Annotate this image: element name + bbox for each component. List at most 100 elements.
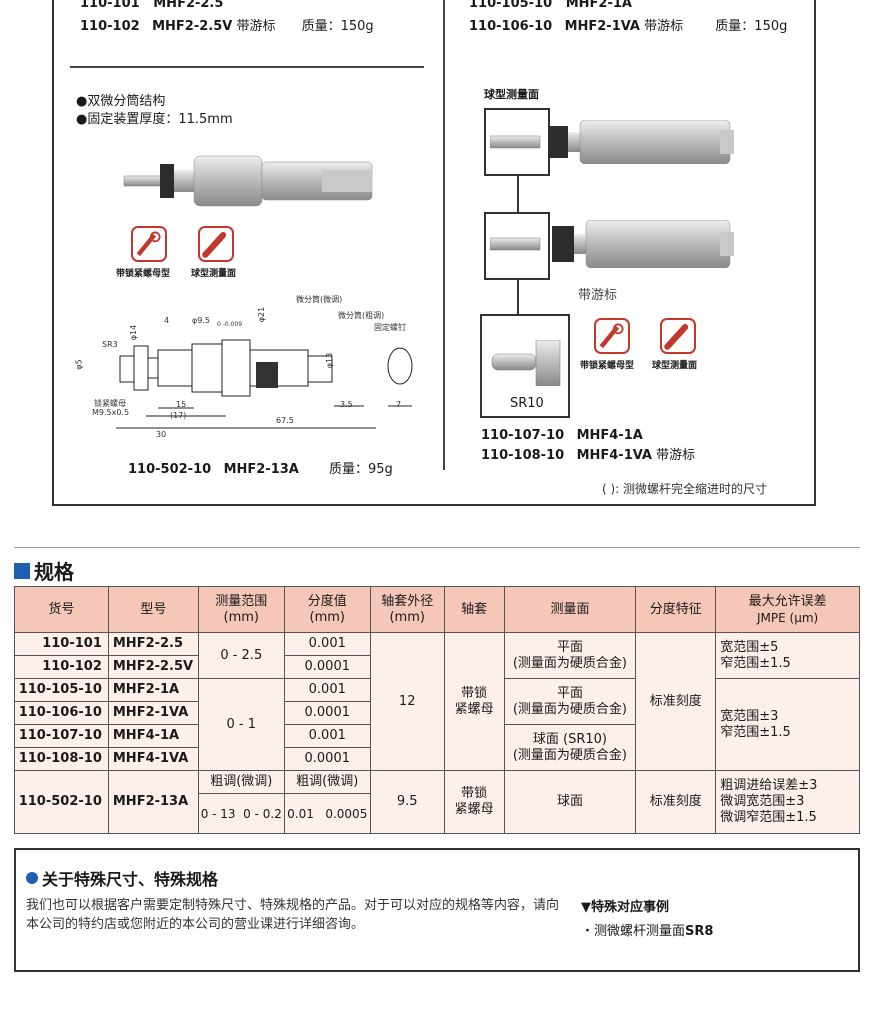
- connector-2: [517, 280, 519, 314]
- right-locknut-tag-icon: [594, 318, 630, 354]
- header-sleeve-dia: 轴套外径 (mm): [369, 586, 445, 633]
- case-title: ▼特殊对应事例: [581, 900, 669, 915]
- table-cell-sleeve-dia: 9.5: [369, 770, 445, 834]
- dim-phi5: φ5: [74, 359, 84, 370]
- micrometer-photo-right-1: [490, 120, 734, 164]
- special-info-box: 关于特殊尺寸、特殊规格 我们也可以根据客户需要定制特殊尺寸、特殊规格的产品。对于…: [14, 848, 860, 972]
- header-error: 最大允许误差 JMPE (μm): [715, 586, 860, 633]
- table-cell-pid: 110-102: [14, 655, 109, 679]
- right-ballface-tag-icon: [660, 318, 696, 354]
- section-marker-icon: [14, 562, 30, 579]
- header-value: 分度值 (mm): [283, 586, 371, 633]
- table-cell-model: MHF4-1VA: [107, 747, 199, 771]
- header-face: 测量面: [503, 586, 637, 633]
- table-cell-value: 0.001: [283, 724, 371, 748]
- table-cell-face: 球面 (SR10) (测量面为硬质合金): [503, 724, 637, 771]
- header-grad: 分度特征: [635, 586, 717, 633]
- left-separator: [70, 66, 424, 68]
- table-cell-error: 宽范围±5 窄范围±1.5: [715, 632, 860, 679]
- label-fix-screw: 固定螺钉: [374, 323, 406, 332]
- right-ballface-tag-label: 球型测量面: [652, 361, 698, 371]
- table-cell-error: 宽范围±3 窄范围±1.5: [715, 678, 860, 771]
- label-locknut: 锁紧螺母: [94, 399, 126, 408]
- locknut-tag-icon: [131, 226, 167, 262]
- table-cell-model: MHF2-13A: [107, 770, 199, 834]
- table-cell-pid: 110-105-10: [14, 678, 109, 702]
- dim-phi21: φ21: [257, 306, 267, 323]
- header-pid: 货号: [14, 586, 109, 633]
- table-cell-value-head: 粗调(微调): [283, 770, 371, 794]
- table-cell-model: MHF2-2.5V: [107, 655, 199, 679]
- dim-35: 3.5: [340, 400, 353, 409]
- dim-phi14: φ14: [129, 324, 139, 341]
- table-cell-grad: 标准刻度: [635, 770, 717, 834]
- right-item-1: 110-105-10 MHF2-1A: [469, 0, 632, 11]
- table-cell-model: MHF2-2.5: [107, 632, 199, 656]
- table-cell-range: 0 - 1: [197, 678, 285, 771]
- dim-30: 30: [156, 430, 167, 439]
- table-cell-pid: 110-502-10: [14, 770, 109, 834]
- left-item-2: 110-102 MHF2-2.5V 带游标 质量：150g: [80, 19, 374, 34]
- label-thimble-fine: 微分筒(微调): [296, 295, 343, 304]
- footnote: ( ): 测微螺杆完全缩进时的尺寸: [602, 482, 768, 496]
- right-caption-2: 110-108-10 MHF4-1VA 带游标: [481, 448, 696, 463]
- left-item-1: 110-101 MHF2-2.5: [80, 0, 224, 11]
- header-range: 测量范围 (mm): [197, 586, 285, 633]
- label-thread: M9.5x0.5: [92, 408, 130, 417]
- table-cell-pid: 110-108-10: [14, 747, 109, 771]
- right-locknut-tag-label: 带锁紧螺母型: [580, 361, 635, 371]
- table-cell-model: MHF2-1VA: [107, 701, 199, 725]
- dim-17: (17): [170, 411, 187, 420]
- spec-table: 货号 型号 测量范围 (mm) 分度值 (mm) 轴套外径 (mm) 轴套 测量…: [14, 586, 860, 834]
- vernier-label: 带游标: [578, 288, 618, 303]
- dim-phi13: φ13: [325, 352, 335, 369]
- sr10-label: SR10: [510, 396, 544, 411]
- dim-sr3: SR3: [102, 340, 118, 349]
- table-cell-value: 0.001: [283, 632, 371, 656]
- table-cell-range-vals: 0 - 13 0 - 0.2: [197, 793, 285, 834]
- table-cell-pid: 110-101: [14, 632, 109, 656]
- table-cell-value: 0.0001: [283, 655, 371, 679]
- table-cell-model: MHF4-1A: [107, 724, 199, 748]
- right-caption-1: 110-107-10 MHF4-1A: [481, 428, 643, 443]
- table-cell-sleeve-dia: 12: [369, 632, 445, 771]
- info-title: 关于特殊尺寸、特殊规格: [26, 866, 218, 890]
- connector-1: [517, 176, 519, 212]
- table-cell-pid: 110-107-10: [14, 724, 109, 748]
- table-cell-range: 0 - 2.5: [197, 632, 285, 679]
- table-cell-model: MHF2-1A: [107, 678, 199, 702]
- dim-7: 7: [396, 400, 402, 409]
- micrometer-photo-left: [123, 155, 373, 207]
- ballface-tag-label: 球型测量面: [191, 269, 237, 279]
- dimension-drawing: [116, 339, 413, 429]
- table-cell-value: 0.0001: [283, 747, 371, 771]
- table-cell-error: 粗调进给误差±3 微调宽范围±3 微调窄范围±1.5: [715, 770, 860, 834]
- table-cell-face: 平面 (测量面为硬质合金): [503, 678, 637, 725]
- dim-15: 15: [176, 400, 187, 409]
- dim-phi95: φ9.5: [192, 316, 210, 325]
- left-caption: 110-502-10 MHF2-13A 质量：95g: [128, 462, 393, 477]
- info-body: 我们也可以根据客户需要定制特殊尺寸、特殊规格的产品。对于可以对应的规格等内容，请…: [26, 898, 560, 932]
- table-cell-face: 球面: [503, 770, 637, 834]
- product-panel: [52, 0, 816, 506]
- header-sleeve: 轴套: [443, 586, 505, 633]
- micrometer-photo-right-2: [490, 220, 734, 268]
- sr10-photo: [491, 340, 561, 386]
- bullet-icon: [26, 872, 38, 884]
- dim-4: 4: [164, 316, 170, 325]
- table-cell-value: 0.0001: [283, 701, 371, 725]
- bullet-thickness: ●固定装置厚度：11.5mm: [76, 112, 233, 127]
- table-cell-pid: 110-106-10: [14, 701, 109, 725]
- label-thimble-coarse: 微分筒(粗调): [338, 311, 385, 320]
- table-cell-value-vals: 0.01 0.0005: [283, 793, 371, 834]
- ballface-tag-icon: [198, 226, 234, 262]
- table-cell-value: 0.001: [283, 678, 371, 702]
- dim-675: 67.5: [276, 416, 294, 425]
- case-item: ・测微螺杆测量面SR8: [581, 924, 714, 939]
- ball-face-label: 球型测量面: [484, 88, 539, 101]
- table-cell-sleeve: 带锁 紧螺母: [443, 632, 505, 771]
- bullet-structure: ●双微分筒结构: [76, 94, 166, 109]
- panel-divider: [443, 0, 445, 470]
- table-cell-grad: 标准刻度: [635, 632, 717, 771]
- table-cell-sleeve: 带锁 紧螺母: [443, 770, 505, 834]
